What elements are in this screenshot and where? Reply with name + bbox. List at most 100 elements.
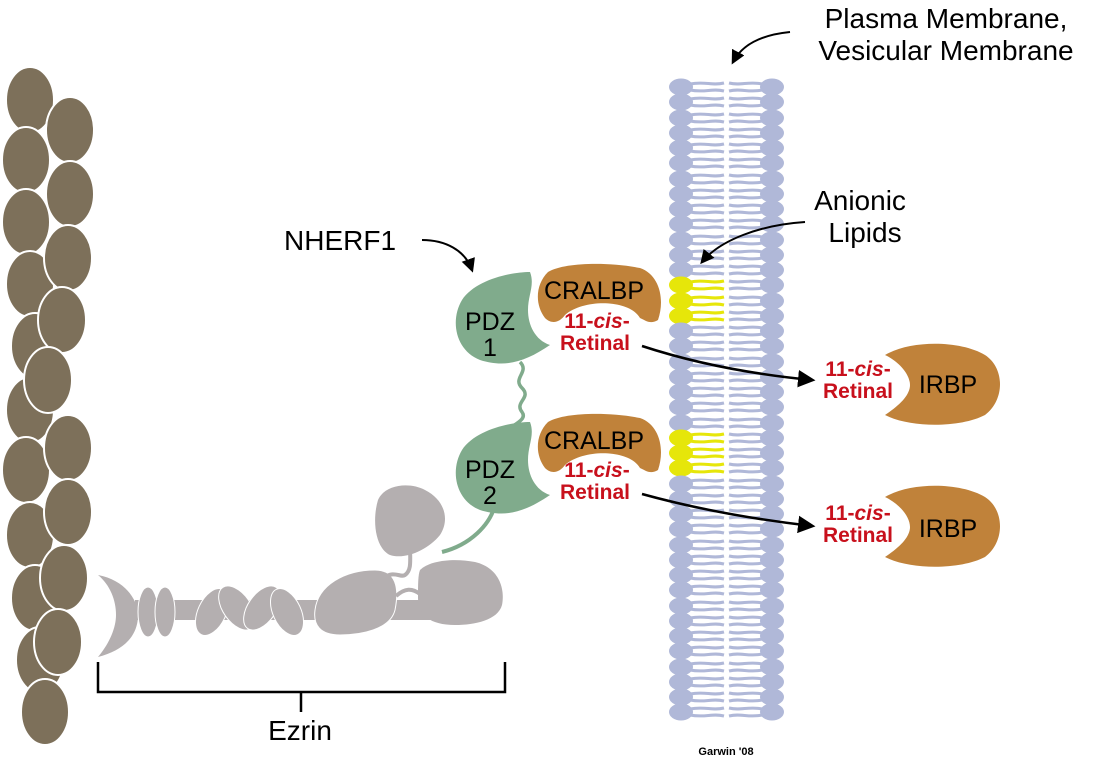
lipid-tail bbox=[689, 661, 725, 673]
lipid-head bbox=[760, 703, 784, 721]
nherf1-pointer-arrow bbox=[421, 239, 475, 273]
lipid-tail bbox=[689, 645, 725, 657]
ezrin-linker bbox=[381, 544, 413, 580]
lipid-head bbox=[760, 185, 784, 203]
lipid-head bbox=[760, 124, 784, 142]
lipid-head bbox=[669, 154, 693, 172]
cralbp-2: CRALBP 11-cis- Retinal bbox=[537, 413, 661, 504]
lipid-head bbox=[760, 292, 784, 310]
lipid-head bbox=[760, 429, 784, 447]
lipid-tail bbox=[728, 81, 764, 93]
irbp-1-label: IRBP bbox=[919, 371, 977, 399]
membrane-pointer-arrow bbox=[731, 31, 791, 65]
lipid-head bbox=[760, 231, 784, 249]
actin-monomer bbox=[1, 126, 51, 194]
lipid-tail bbox=[689, 600, 725, 612]
pdz2-domain: PDZ 2 bbox=[455, 422, 550, 514]
lipid-tail bbox=[728, 112, 764, 124]
irbp-2: IRBP 11-cis- Retinal bbox=[823, 485, 1000, 567]
lipid-head bbox=[760, 597, 784, 615]
ezrin-lobe bbox=[154, 586, 176, 638]
lipid-tail bbox=[728, 539, 764, 551]
irbp-retinal-1-line2: Retinal bbox=[823, 380, 893, 403]
lipid-head bbox=[760, 505, 784, 523]
lipid-tail bbox=[728, 340, 764, 352]
actin-monomer bbox=[1, 188, 51, 256]
anionic-lipid-head bbox=[669, 444, 693, 462]
lipid-head bbox=[669, 368, 693, 386]
lipid-tail bbox=[728, 188, 764, 200]
lipid-tail bbox=[689, 157, 725, 169]
lipid-head bbox=[669, 215, 693, 233]
lipid-tail bbox=[689, 173, 725, 185]
anionic-lipid-head bbox=[669, 429, 693, 447]
lipid-head bbox=[669, 627, 693, 645]
lipid-tail bbox=[689, 96, 725, 108]
actin-monomer bbox=[45, 96, 95, 164]
transfer-arrow-2 bbox=[641, 492, 816, 534]
lipid-head bbox=[760, 398, 784, 416]
lipid-tail bbox=[689, 295, 725, 307]
actin-monomer bbox=[43, 478, 93, 546]
lipid-head bbox=[760, 520, 784, 538]
cralbp-1: CRALBP 11-cis- Retinal bbox=[537, 263, 661, 355]
lipid-head bbox=[760, 93, 784, 111]
lipid-tail bbox=[728, 249, 764, 261]
lipid-tail bbox=[728, 173, 764, 185]
actin-monomer bbox=[1, 436, 51, 504]
lipid-tail bbox=[689, 401, 725, 413]
lipid-head bbox=[760, 307, 784, 325]
lipid-tail bbox=[728, 417, 764, 429]
retinal-2-line2: Retinal bbox=[560, 481, 630, 504]
anionic-lipid-head bbox=[669, 292, 693, 310]
lipid-head bbox=[760, 276, 784, 294]
lipid-tail bbox=[728, 554, 764, 566]
nherf1-ebd-tail bbox=[441, 504, 497, 554]
lipid-head bbox=[669, 551, 693, 569]
lipid-head bbox=[760, 200, 784, 218]
actin-monomer bbox=[37, 286, 87, 354]
signature: Garwin '08 bbox=[698, 746, 753, 758]
lipid-head bbox=[760, 414, 784, 432]
lipid-tail bbox=[728, 401, 764, 413]
ezrin-linker bbox=[394, 587, 422, 598]
pdz1-label: PDZ bbox=[465, 308, 515, 336]
lipid-head bbox=[669, 703, 693, 721]
lipid-tail bbox=[689, 371, 725, 383]
lipid-head bbox=[669, 581, 693, 599]
lipid-head bbox=[760, 139, 784, 157]
lipid-tail bbox=[728, 127, 764, 139]
ezrin-lower-domain bbox=[418, 560, 503, 625]
lipid-head bbox=[760, 353, 784, 371]
lipid-tail bbox=[728, 493, 764, 505]
ezrin-protein bbox=[98, 485, 503, 657]
lipid-head bbox=[669, 688, 693, 706]
actin-monomer bbox=[33, 608, 83, 676]
lipid-head bbox=[760, 673, 784, 691]
lipid-tail bbox=[689, 630, 725, 642]
lipid-tail bbox=[728, 447, 764, 459]
lipid-head bbox=[669, 414, 693, 432]
lipid-head bbox=[669, 139, 693, 157]
actin-monomer bbox=[39, 544, 89, 612]
anionic-lipids-pointer-arrow bbox=[700, 221, 806, 265]
lipid-tail bbox=[728, 462, 764, 474]
lipid-head bbox=[669, 398, 693, 416]
lipid-head bbox=[760, 322, 784, 340]
lipid-tail bbox=[728, 432, 764, 444]
lipid-tail bbox=[689, 539, 725, 551]
lipid-tail bbox=[728, 157, 764, 169]
lipid-tail bbox=[728, 142, 764, 154]
lipid-tail bbox=[689, 112, 725, 124]
lipid-head bbox=[669, 109, 693, 127]
lipid-tail bbox=[728, 264, 764, 276]
lipid-tail bbox=[728, 325, 764, 337]
lipid-tail bbox=[689, 203, 725, 215]
lipid-tail bbox=[689, 493, 725, 505]
anionic-lipids-label-line2: Lipids bbox=[828, 217, 901, 248]
retinal-2-line1: 11-cis- bbox=[564, 459, 629, 482]
lipid-tail bbox=[728, 630, 764, 642]
actin-filament bbox=[1, 66, 95, 746]
lipid-tail bbox=[689, 706, 725, 718]
membrane-label-line1: Plasma Membrane, bbox=[825, 3, 1068, 34]
